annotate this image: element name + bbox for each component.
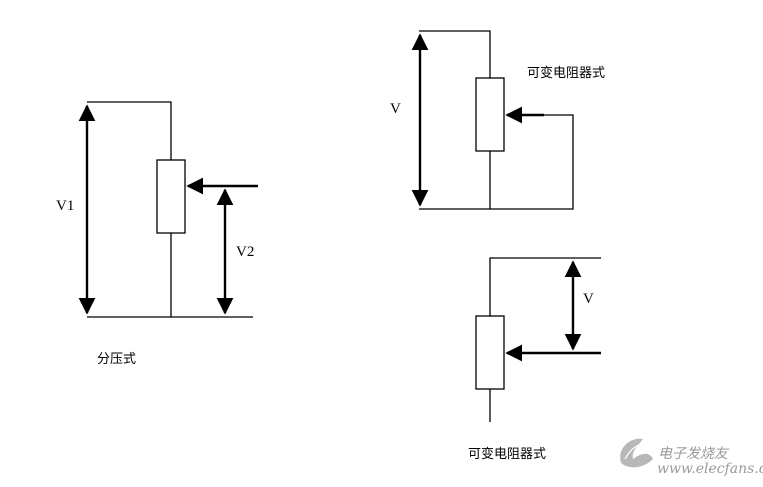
rheostat-upper-v-label: V	[390, 101, 401, 117]
divider-resistor	[156, 159, 186, 234]
rheostat-lower-caption: 可变电阻器式	[468, 446, 546, 462]
watermark-text: 电子发烧友	[658, 446, 730, 462]
v2-label: V2	[236, 244, 254, 260]
watermark-logo-icon	[620, 438, 653, 468]
divider-caption: 分压式	[97, 352, 136, 367]
rheostat-lower-v-label-bg	[580, 288, 600, 308]
v2-label-bg	[234, 240, 258, 260]
watermark-url: www.elecfans.com	[657, 461, 763, 477]
divider-top-wire	[87, 101, 172, 160]
rheostat-lower-v-label: V	[583, 291, 594, 307]
v1-label-bg	[62, 193, 84, 213]
v1-label: V1	[56, 198, 74, 214]
rheostat-upper-top-wire	[419, 30, 491, 78]
rheostat-lower-top-wire	[489, 257, 601, 316]
rheostat-upper-caption: 可变电阻器式	[527, 65, 605, 81]
rheostat-circuit-upper: V 可变电阻器式	[387, 30, 605, 210]
rheostat-lower-resistor	[475, 315, 505, 390]
watermark: 电子发烧友 www.elecfans.com	[620, 438, 763, 477]
divider-circuit: V1 V2 分压式	[56, 101, 258, 367]
rheostat-upper-resistor	[475, 77, 505, 152]
divider-bottom-wire	[87, 233, 253, 318]
rheostat-circuit-lower: V 可变电阻器式	[468, 257, 601, 462]
rheostat-upper-bottom-wire	[419, 114, 574, 210]
rheostat-upper-v-label-bg	[387, 97, 407, 117]
